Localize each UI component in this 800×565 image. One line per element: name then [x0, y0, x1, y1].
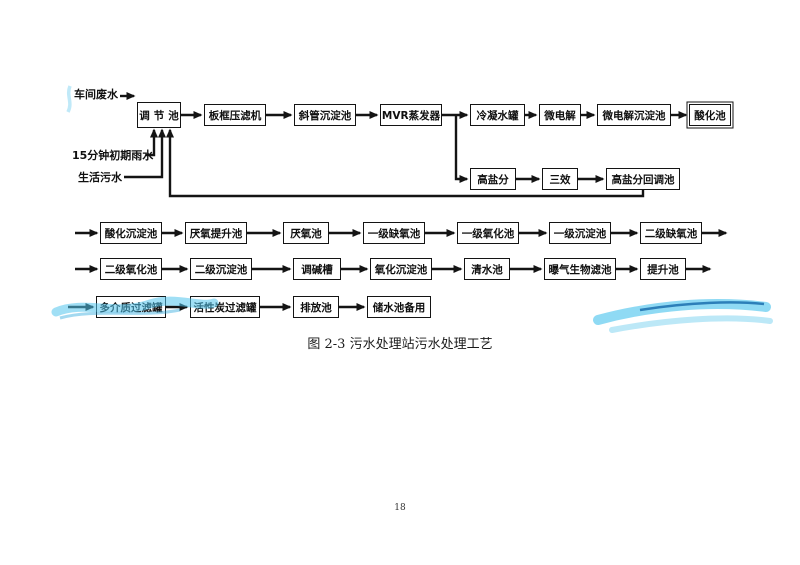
node-stage2-oxidation-tank: 二级氧化池 — [100, 258, 162, 280]
node-mvr-evaporator: MVR蒸发器 — [380, 104, 442, 126]
node-lift-tank: 提升池 — [640, 258, 686, 280]
page-number: 18 — [394, 503, 406, 513]
node-high-salinity: 高盐分 — [470, 168, 516, 190]
node-oxidation-settling-tank: 氧化沉淀池 — [370, 258, 432, 280]
node-triple-effect: 三效 — [542, 168, 578, 190]
input-label-domestic-sewage: 生活污水 — [78, 171, 122, 184]
node-storage-tank-standby: 储水池备用 — [367, 296, 431, 318]
node-anaerobic-tank: 厌氧池 — [283, 222, 329, 244]
node-inclined-tube-settling-tank: 斜管沉淀池 — [294, 104, 356, 126]
node-micro-electrolysis-settling-tank: 微电解沉淀池 — [597, 104, 671, 126]
node-stage1-oxidation-tank: 一级氧化池 — [457, 222, 519, 244]
input-label-initial-rainwater: 15分钟初期雨水 — [72, 149, 154, 162]
node-micro-electrolysis: 微电解 — [539, 104, 581, 126]
node-anaerobic-lift-tank: 厌氧提升池 — [185, 222, 247, 244]
node-regulating-tank: 调节池 — [137, 102, 181, 128]
node-condensate-tank: 冷凝水罐 — [470, 104, 525, 126]
figure-caption: 图 2-3 污水处理站污水处理工艺 — [307, 337, 493, 352]
node-plate-frame-filter-press: 板框压滤机 — [204, 104, 266, 126]
node-stage2-settling-tank: 二级沉淀池 — [190, 258, 252, 280]
node-acidification-settling-tank: 酸化沉淀池 — [100, 222, 162, 244]
left-highlight-decoration — [51, 85, 219, 320]
node-multimedia-filter: 多介质过滤罐 — [96, 296, 166, 318]
input-label-workshop-wastewater: 车间废水 — [74, 88, 118, 101]
node-alkali-adjust-tank: 调碱槽 — [293, 258, 341, 280]
node-acidification-tank: 酸化池 — [689, 104, 731, 126]
node-activated-carbon-filter: 活性炭过滤罐 — [190, 296, 260, 318]
node-stage1-anoxic-tank: 一级缺氧池 — [363, 222, 425, 244]
node-clean-water-tank: 清水池 — [464, 258, 510, 280]
node-stage1-settling-tank: 一级沉淀池 — [549, 222, 611, 244]
node-discharge-tank: 排放池 — [293, 296, 339, 318]
node-stage2-anoxic-tank: 二级缺氧池 — [640, 222, 702, 244]
node-aerated-biofilter: 曝气生物滤池 — [544, 258, 616, 280]
right-swoosh-decoration — [593, 299, 773, 333]
node-high-salinity-return-tank: 高盐分回调池 — [606, 168, 680, 190]
